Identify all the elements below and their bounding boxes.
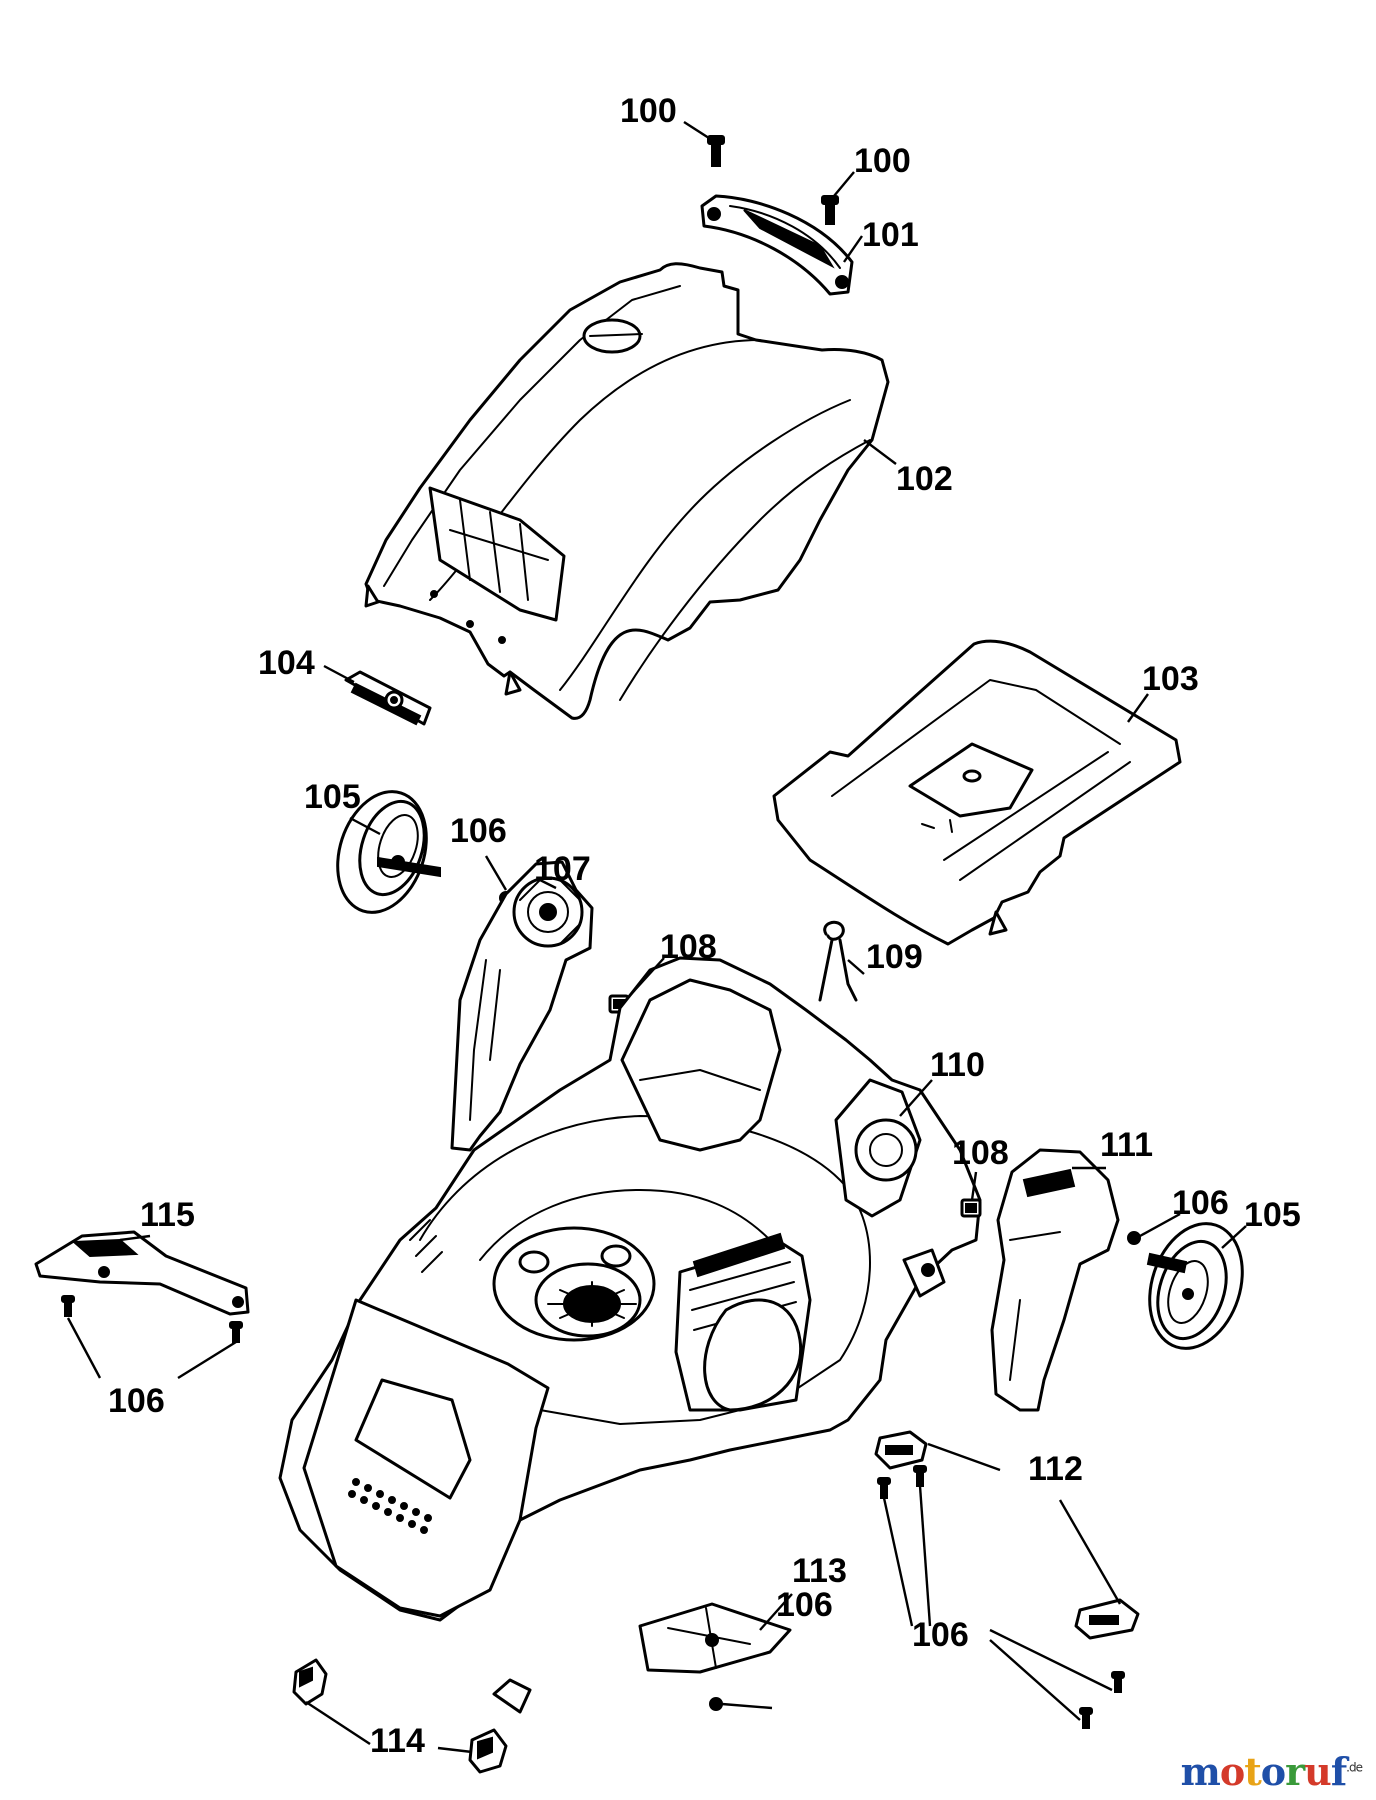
part-105-wheel-right [1146, 1222, 1244, 1350]
part-104-latch [344, 670, 432, 726]
watermark-letter-t: t [1244, 1749, 1262, 1794]
label-114: 114 [370, 1722, 425, 1760]
label-115: 115 [140, 1196, 195, 1234]
label-106-a: 106 [450, 812, 507, 850]
part-labels: 100 100 101 102 103 104 105 106 107 108 … [108, 92, 1301, 1760]
label-111: 111 [1100, 1126, 1153, 1164]
label-107: 107 [534, 850, 591, 888]
label-103: 103 [1142, 660, 1199, 698]
part-115-side-strut [34, 1230, 250, 1316]
part-112-bracket-lower [1074, 1598, 1140, 1640]
watermark-suffix: .de [1346, 1760, 1363, 1775]
part-114-clip-upper [292, 1658, 328, 1706]
part-106-screw-111 [1127, 1231, 1141, 1245]
label-106-b: 106 [1172, 1184, 1229, 1222]
part-main-deck [278, 956, 982, 1714]
part-106-screw-112-b [913, 1465, 927, 1487]
label-108-a: 108 [660, 928, 717, 966]
part-114-clip-lower [468, 1728, 508, 1774]
label-106-c: 106 [108, 1382, 165, 1420]
label-105-b: 105 [1244, 1196, 1301, 1234]
watermark-letter-f: f [1330, 1749, 1347, 1794]
watermark-letter-m: m [1180, 1749, 1221, 1794]
label-106-d: 106 [776, 1586, 833, 1624]
part-109-spring [818, 920, 858, 1002]
label-100-b: 100 [854, 142, 911, 180]
part-107-axle-bracket-left [450, 860, 594, 1152]
part-106-screw-112-d [1079, 1707, 1093, 1729]
leader-lines [66, 120, 1247, 1754]
label-106-e: 106 [912, 1616, 969, 1654]
part-106-screw-115-b [229, 1321, 243, 1343]
part-100-screw-b [821, 195, 839, 225]
label-113: 113 [792, 1552, 847, 1590]
part-102-upper-hood [364, 262, 890, 720]
part-100-screw-a [707, 135, 725, 167]
part-112-bracket-upper [874, 1430, 928, 1470]
front-vent-dots [348, 1478, 432, 1534]
label-101: 101 [862, 216, 919, 254]
part-103-grass-box-lid [772, 639, 1182, 946]
part-108-clip-right [960, 1198, 982, 1218]
watermark-letter-r: r [1285, 1749, 1305, 1794]
watermark-letter-u: u [1304, 1749, 1332, 1794]
label-104: 104 [258, 644, 315, 682]
part-113-flap [638, 1602, 792, 1674]
part-106-screw-113 [709, 1697, 723, 1711]
part-106-screw-115-a [61, 1295, 75, 1317]
watermark-letter-o2: o [1260, 1749, 1286, 1794]
label-112: 112 [1028, 1450, 1083, 1488]
watermark-logo: motoruf.de [1180, 1749, 1363, 1794]
part-106-screw-112-c [1111, 1671, 1125, 1693]
watermark-letter-o1: o [1219, 1749, 1245, 1794]
label-105-a: 105 [304, 778, 361, 816]
part-111-axle-bracket-right [990, 1148, 1120, 1412]
label-109: 109 [866, 938, 923, 976]
part-101-handle-grip [700, 194, 854, 296]
part-106-screw-112-a [877, 1477, 891, 1499]
label-108-b: 108 [952, 1134, 1009, 1172]
label-100-a: 100 [620, 92, 677, 130]
label-110: 110 [930, 1046, 985, 1084]
label-102: 102 [896, 460, 953, 498]
part-105-wheel-left [336, 790, 441, 914]
